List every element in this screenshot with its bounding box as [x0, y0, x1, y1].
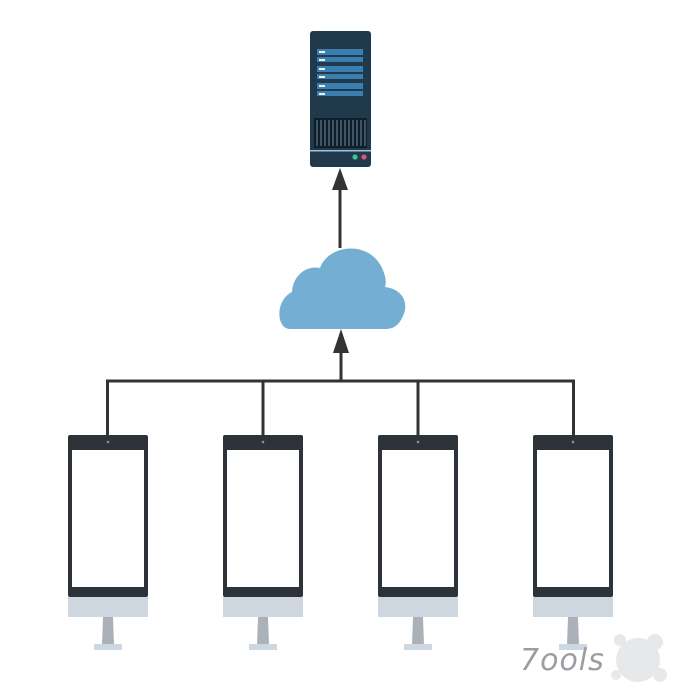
monitor-foot [249, 644, 277, 650]
monitor-stand [412, 617, 424, 645]
monitor-foot [404, 644, 432, 650]
monitor-stand [567, 617, 579, 645]
monitor-foot [559, 644, 587, 650]
monitor-chin [223, 597, 303, 617]
monitor-camera [416, 440, 420, 444]
monitor-chin [533, 597, 613, 617]
watermark-logo: 7ools [520, 634, 667, 682]
monitor-stand [102, 617, 114, 645]
watermark-text: 7ools [520, 643, 605, 678]
monitor-camera [261, 440, 265, 444]
monitor-screen [382, 450, 454, 587]
monitor-chin [68, 597, 148, 617]
monitor-camera [106, 440, 110, 444]
monitor-stand [257, 617, 269, 645]
monitor-icon [378, 435, 458, 650]
monitor-foot [94, 644, 122, 650]
server-led-green [352, 154, 358, 160]
monitor-screen [537, 450, 609, 587]
server-led-red [361, 154, 367, 160]
monitor-icon [68, 435, 148, 650]
cloud-to-server-connector [332, 168, 348, 248]
monitor-screen [72, 450, 144, 587]
monitor-icon [223, 435, 303, 650]
monitor-icon [533, 435, 613, 650]
server-vent [314, 118, 367, 148]
monitor-group [68, 435, 613, 650]
monitor-camera [571, 440, 575, 444]
watermark-splash [611, 634, 667, 682]
cloud-icon [279, 248, 406, 329]
server-icon [310, 31, 371, 167]
server-drive-bays [317, 49, 363, 96]
bus-to-cloud-connector [333, 329, 349, 381]
monitor-bus [106, 379, 575, 436]
monitor-chin [378, 597, 458, 617]
monitor-screen [227, 450, 299, 587]
